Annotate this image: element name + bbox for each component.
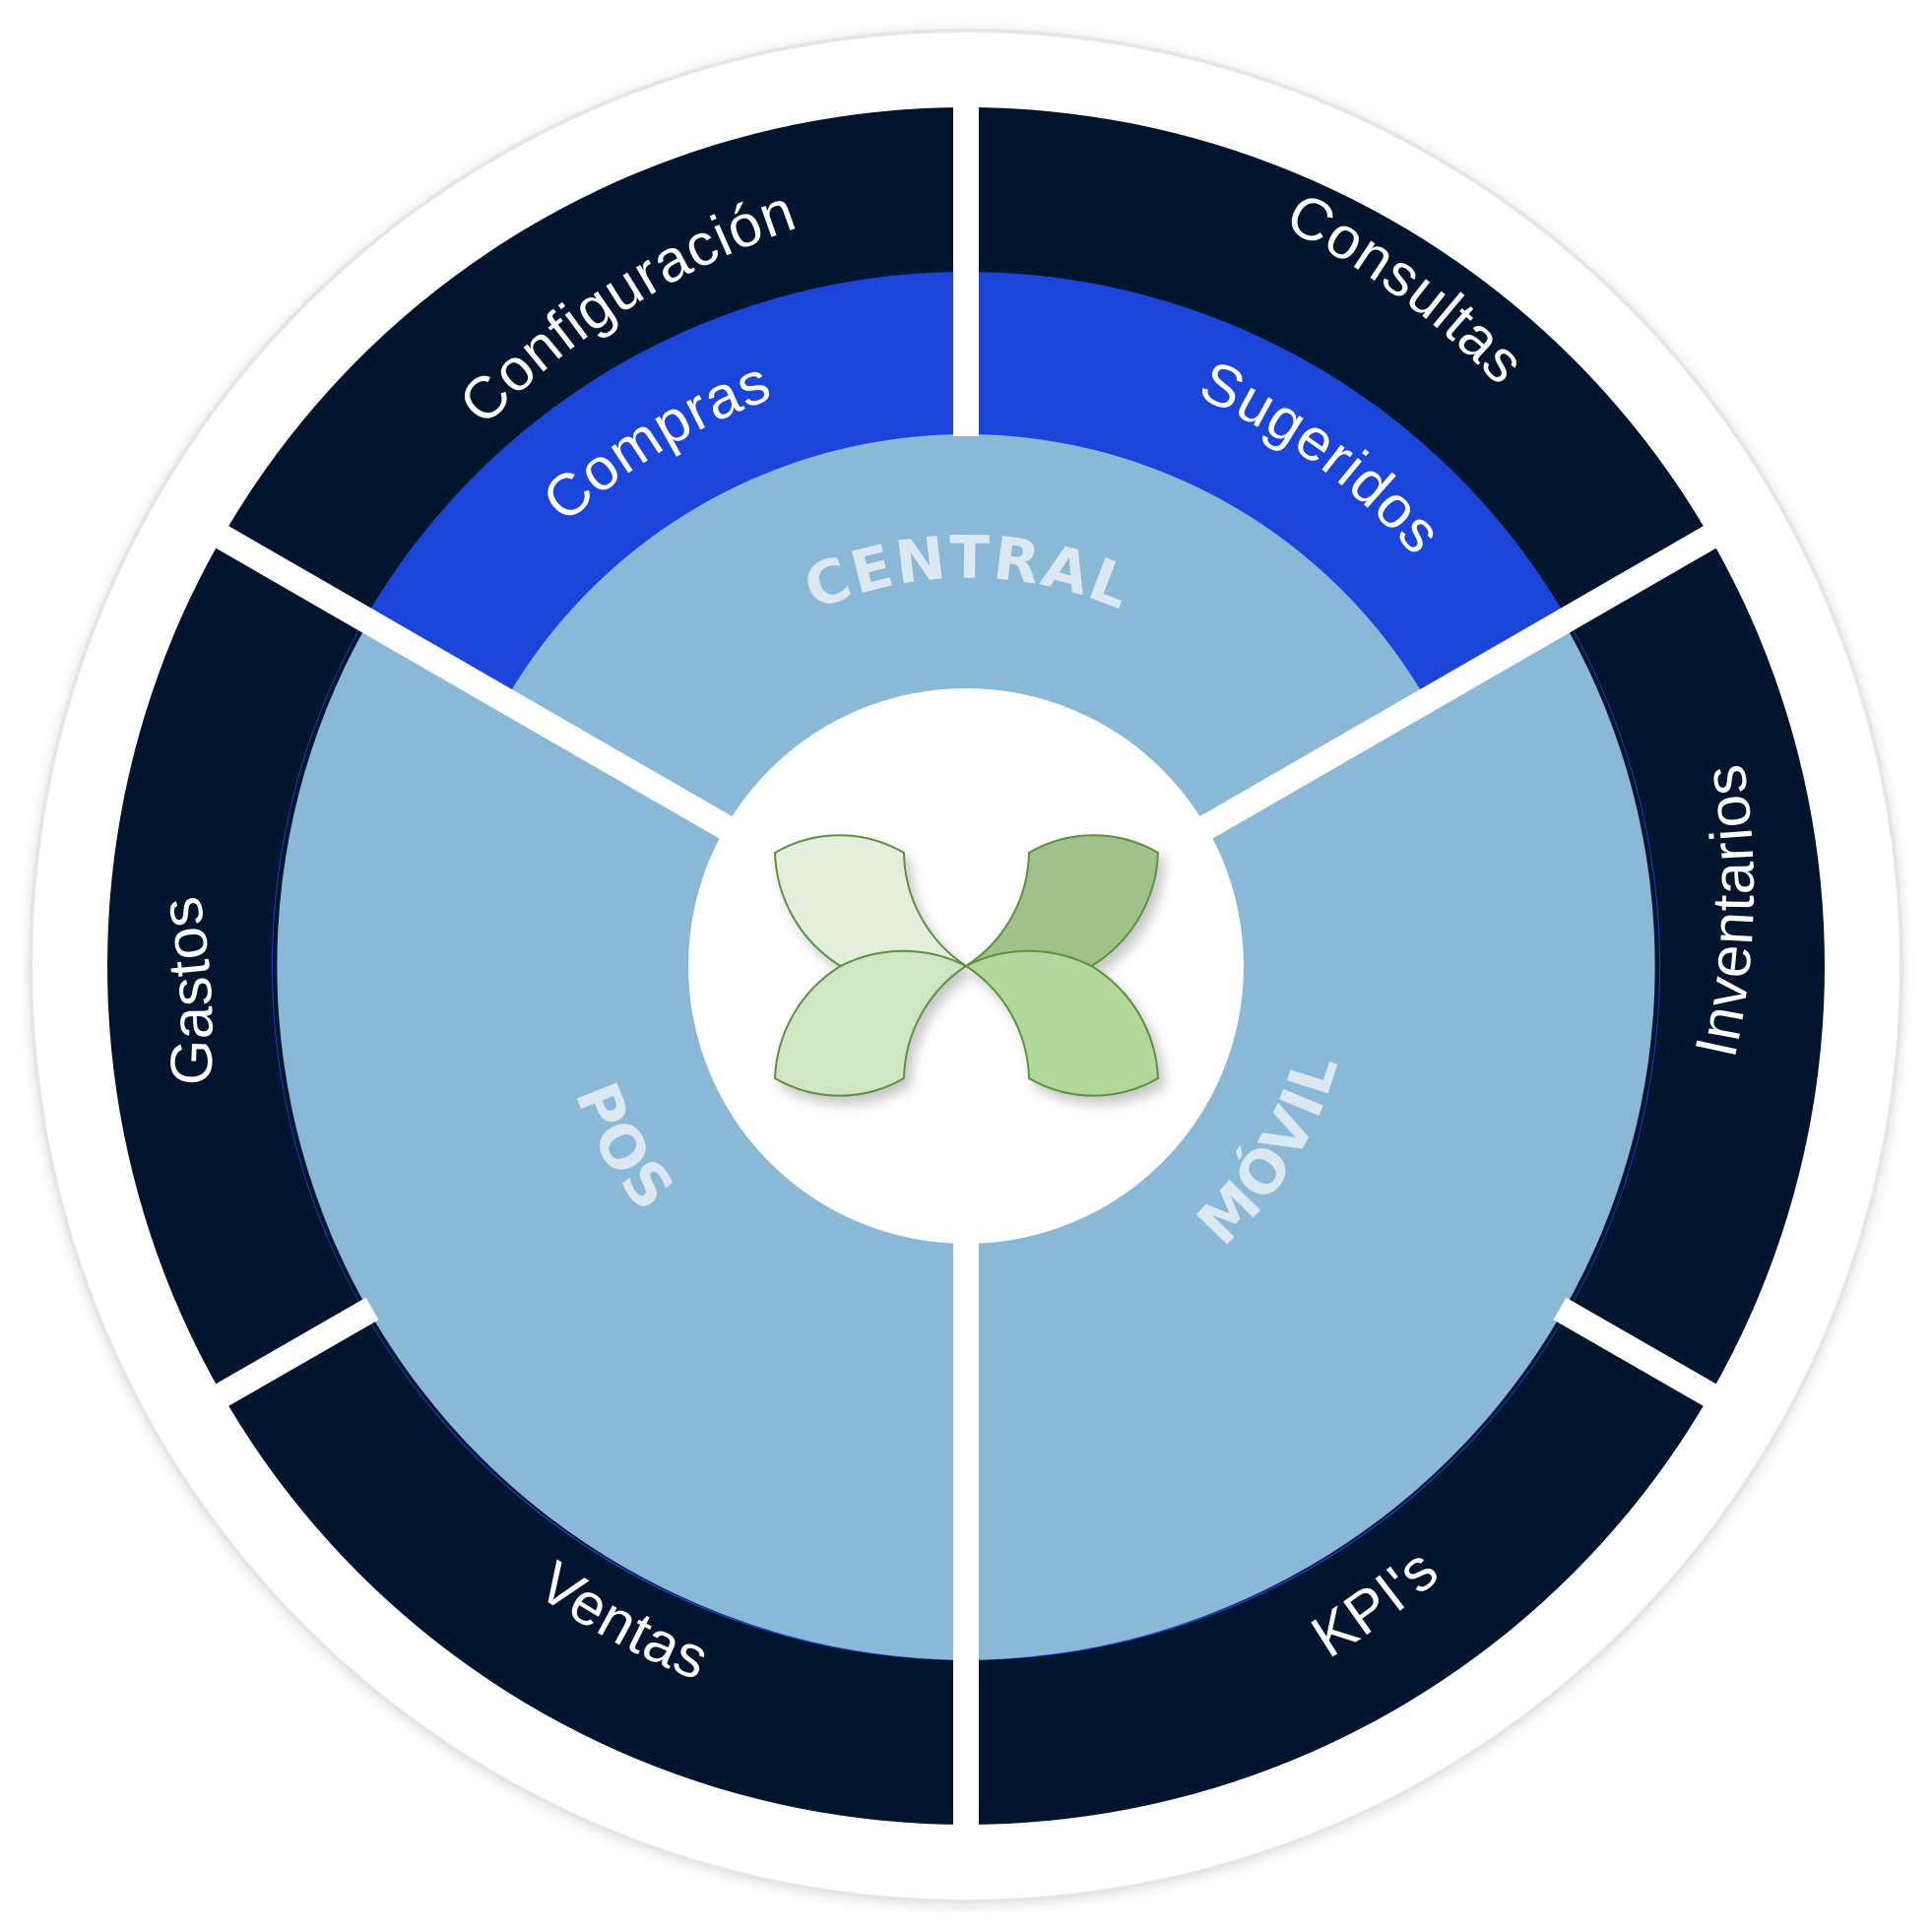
outer-label-gastos: Gastos [147,891,225,1086]
logo-petal-bottom-right [963,949,1160,1097]
separators [215,98,1717,1834]
four-petal-x-logo [773,834,1160,1097]
